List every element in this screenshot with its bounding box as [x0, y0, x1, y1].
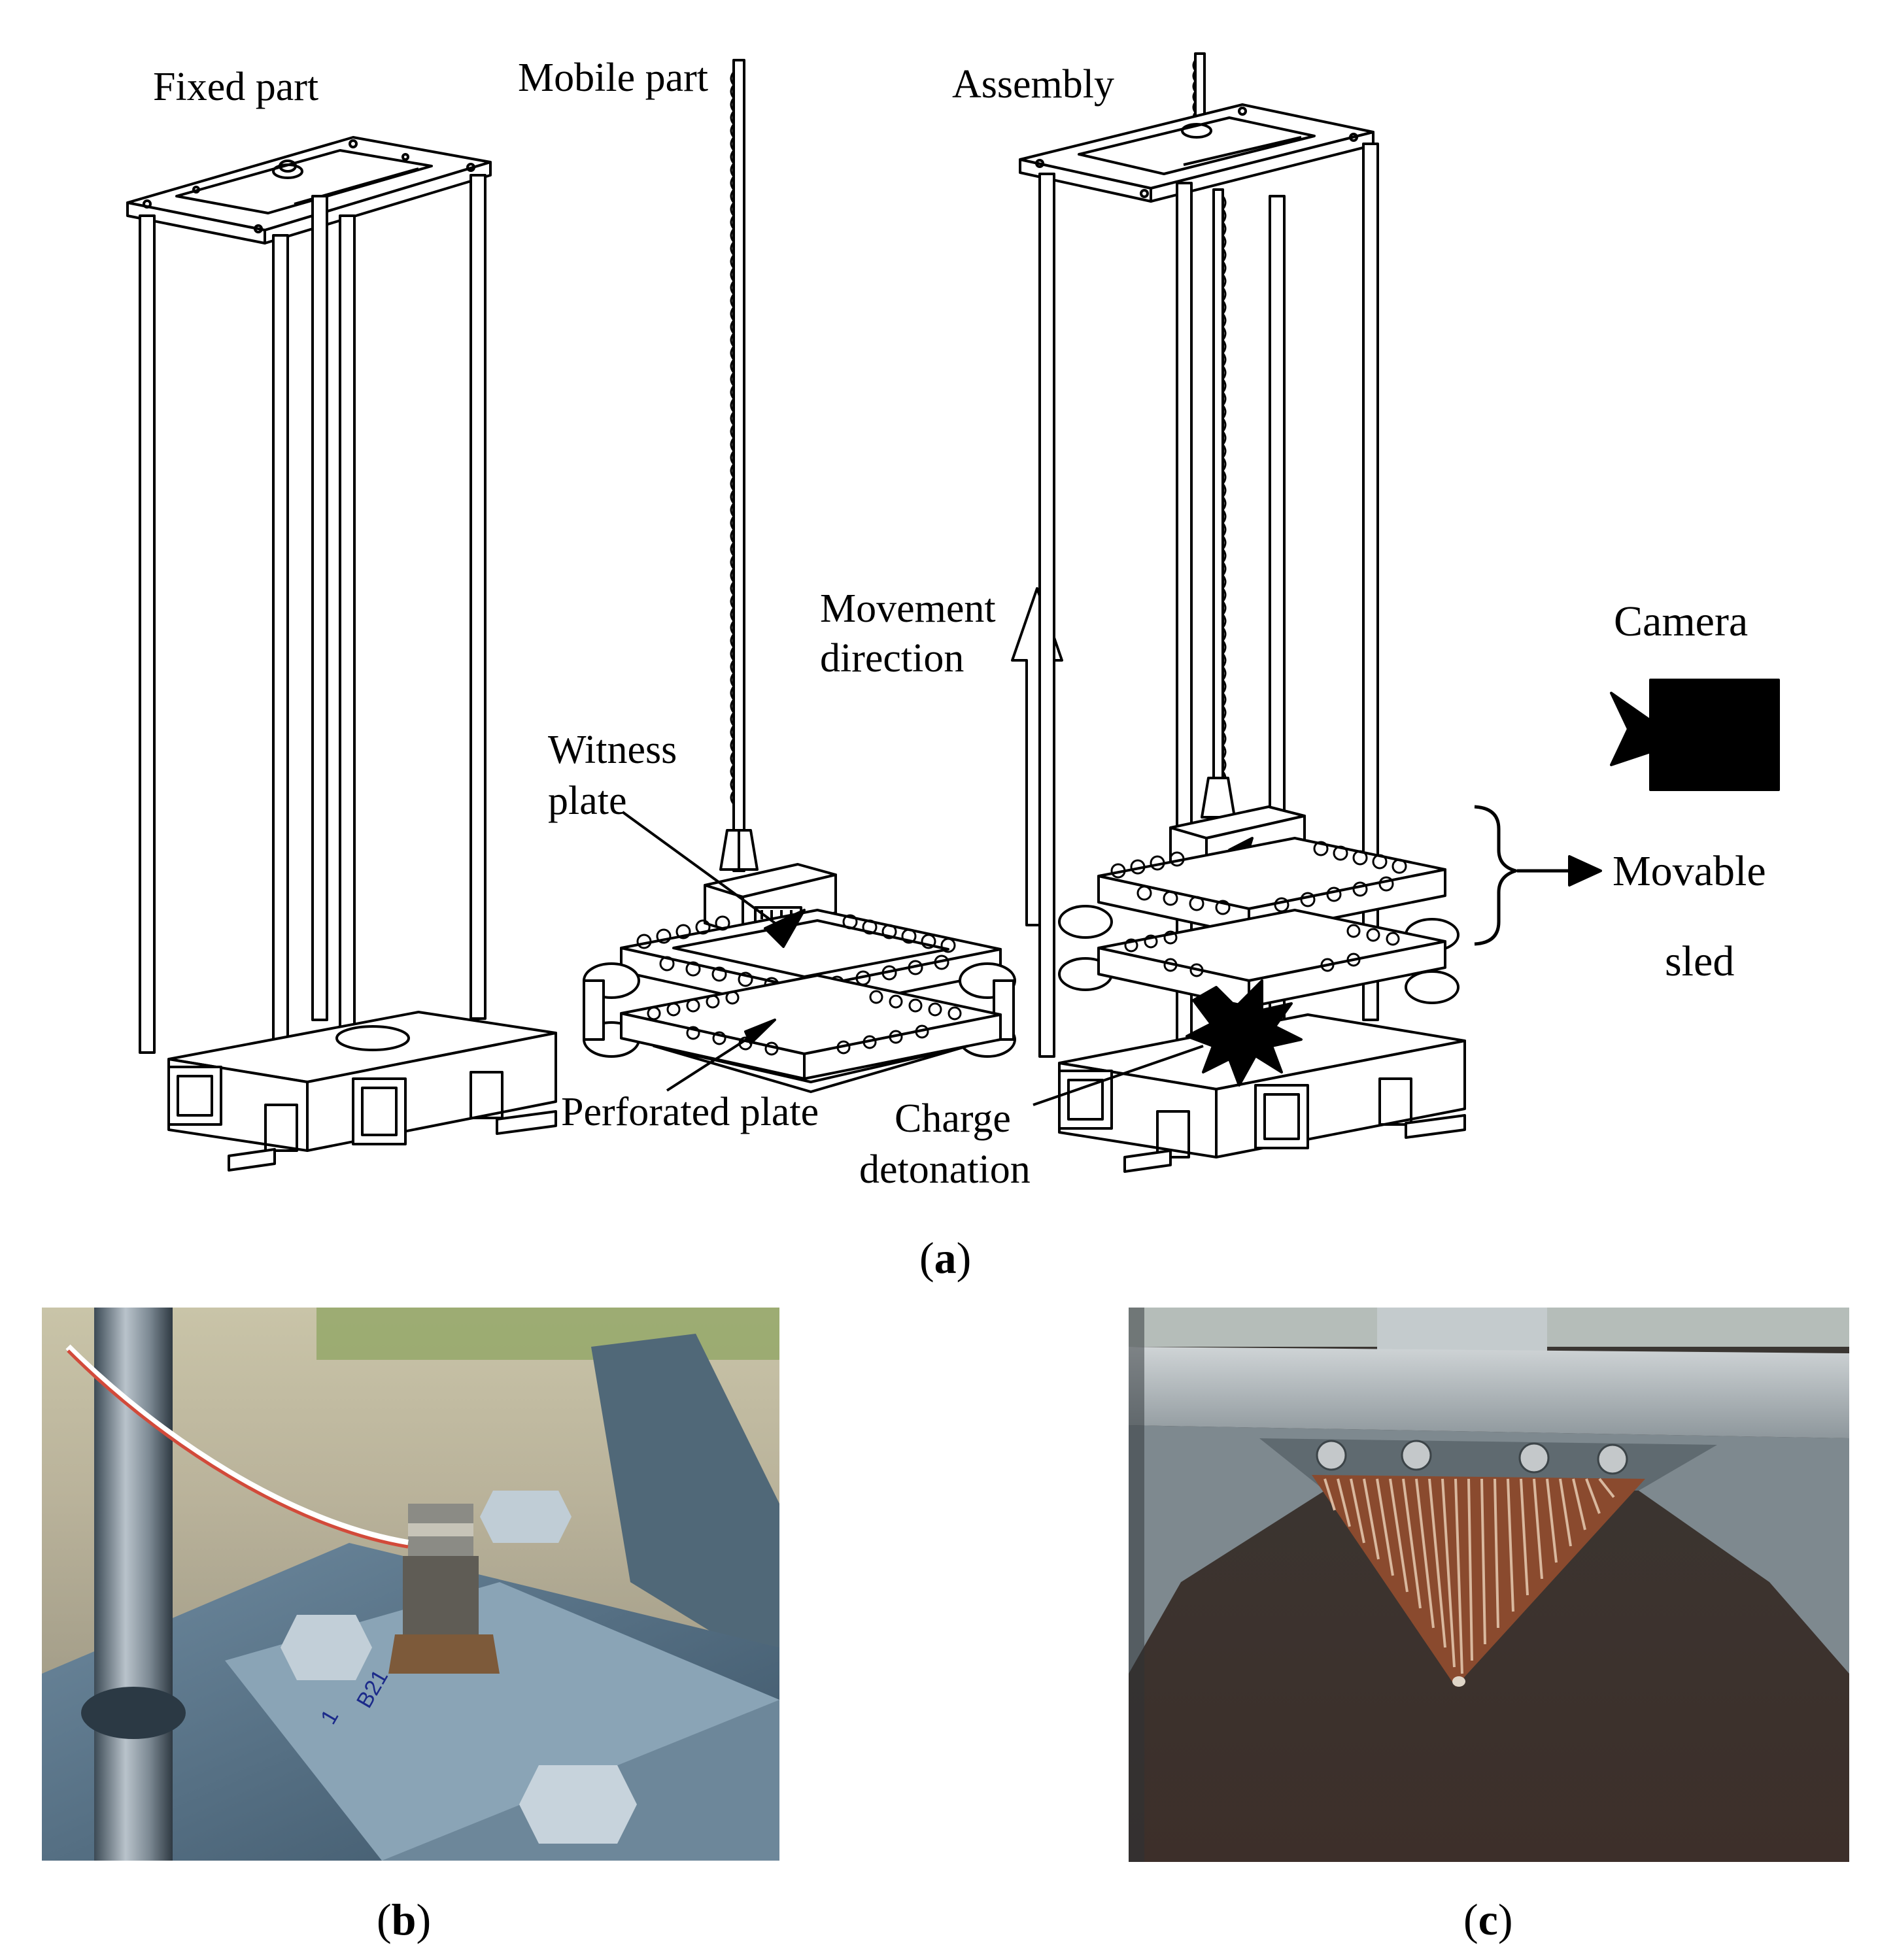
panel-a-drawing	[126, 52, 1780, 1173]
perforated-plate-pointer	[666, 1019, 776, 1092]
movable-sled-arrow	[1517, 855, 1602, 887]
witness-plate-pointer	[621, 811, 806, 948]
caption-b: (b)	[377, 1895, 432, 1944]
movable-sled-label-line1: Movable	[1613, 847, 1766, 895]
witness-plate-label-line2: plate	[548, 779, 627, 823]
perforated-plate-label: Perforated plate	[561, 1090, 819, 1134]
caption-a: (a)	[919, 1233, 972, 1283]
movable-sled-label-line2: sled	[1665, 938, 1735, 985]
photo-b-sensor-closeup: B21 1	[42, 1308, 779, 1861]
charge-detonation-label-line2: detonation	[859, 1147, 1031, 1192]
assembly-label: Assembly	[952, 62, 1114, 107]
mobile-part-label: Mobile part	[518, 56, 708, 100]
curly-brace-icon	[1474, 805, 1518, 946]
movement-direction-label-line2: direction	[820, 636, 965, 681]
camera-icon	[1610, 679, 1780, 791]
fixed-part-frame	[126, 136, 557, 1172]
explosion-icon	[1186, 979, 1303, 1087]
camera-label: Camera	[1614, 598, 1749, 645]
photo-c-perforated-plate	[1129, 1308, 1849, 1862]
mobile-part-sled	[583, 59, 1016, 1093]
movement-direction-label-line1: Movement	[820, 586, 996, 631]
assembly-frame	[1019, 52, 1466, 1173]
charge-detonation-label-line1: Charge	[895, 1096, 1011, 1141]
charge-detonation-pointer	[1033, 1045, 1204, 1106]
fixed-part-label: Fixed part	[153, 65, 319, 109]
caption-c: (c)	[1463, 1895, 1513, 1944]
witness-plate-label-line1: Witness	[548, 728, 677, 772]
